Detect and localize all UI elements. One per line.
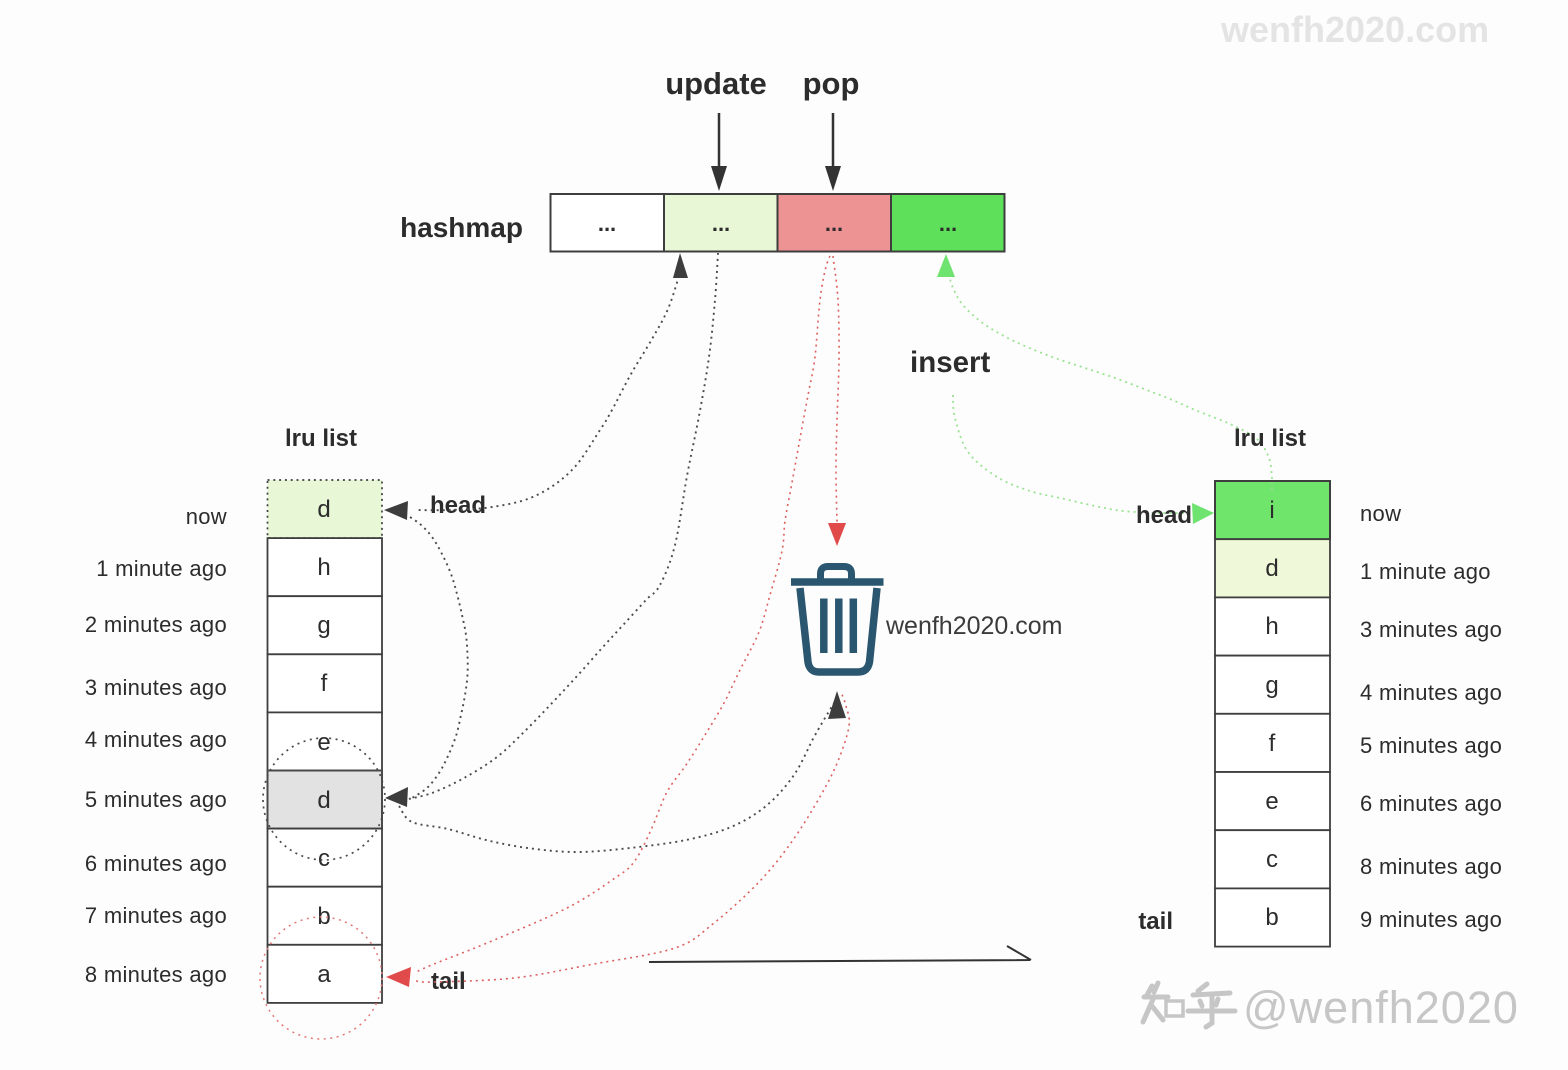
svg-text:b: b [1265, 904, 1278, 931]
svg-text:d: d [317, 496, 330, 523]
svg-text:lru list: lru list [285, 425, 357, 452]
svg-text:head: head [1136, 502, 1192, 529]
svg-text:insert: insert [910, 346, 991, 379]
svg-text:4 minutes ago: 4 minutes ago [85, 727, 227, 752]
svg-text:@wenfh2020: @wenfh2020 [1243, 982, 1519, 1033]
svg-text:6 minutes ago: 6 minutes ago [1360, 791, 1502, 816]
svg-text:8 minutes ago: 8 minutes ago [1360, 854, 1502, 879]
svg-text:tail: tail [1138, 908, 1173, 935]
svg-text:6 minutes ago: 6 minutes ago [85, 851, 227, 876]
svg-text:5 minutes ago: 5 minutes ago [1360, 733, 1502, 758]
svg-text:5 minutes ago: 5 minutes ago [85, 787, 227, 812]
svg-text:d: d [1265, 555, 1278, 582]
svg-text:d: d [317, 787, 330, 814]
svg-text:tail: tail [431, 968, 466, 995]
svg-text:4 minutes ago: 4 minutes ago [1360, 680, 1502, 705]
svg-text:c: c [1266, 846, 1278, 873]
svg-text:1 minute ago: 1 minute ago [1360, 559, 1491, 584]
svg-text:c: c [318, 845, 330, 872]
svg-text:head: head [430, 492, 486, 519]
svg-text:update: update [665, 66, 767, 101]
svg-text:h: h [1265, 613, 1278, 640]
svg-text:7 minutes ago: 7 minutes ago [85, 903, 227, 928]
svg-text:e: e [317, 729, 330, 756]
svg-text:wenfh2020.com: wenfh2020.com [1220, 9, 1489, 50]
svg-text:a: a [317, 961, 331, 988]
svg-text:...: ... [712, 211, 730, 236]
svg-text:2 minutes ago: 2 minutes ago [85, 612, 227, 637]
svg-text:...: ... [939, 211, 957, 236]
svg-text:f: f [1269, 730, 1276, 757]
svg-text:...: ... [598, 211, 616, 236]
svg-text:lru list: lru list [1234, 425, 1306, 452]
svg-text:pop: pop [803, 66, 860, 101]
svg-text:now: now [1360, 501, 1401, 526]
svg-text:now: now [186, 504, 227, 529]
svg-text:3 minutes ago: 3 minutes ago [1360, 617, 1502, 642]
svg-text:f: f [321, 670, 328, 697]
svg-text:h: h [317, 554, 330, 581]
svg-text:g: g [1265, 672, 1278, 699]
svg-text:g: g [317, 612, 330, 639]
svg-text:hashmap: hashmap [400, 212, 523, 243]
svg-text:9 minutes ago: 9 minutes ago [1360, 907, 1502, 932]
svg-text:3 minutes ago: 3 minutes ago [85, 675, 227, 700]
svg-text:e: e [1265, 788, 1278, 815]
svg-text:8 minutes ago: 8 minutes ago [85, 962, 227, 987]
svg-text:...: ... [825, 211, 843, 236]
svg-text:wenfh2020.com: wenfh2020.com [885, 612, 1063, 640]
svg-text:i: i [1269, 497, 1274, 524]
svg-text:1 minute ago: 1 minute ago [96, 556, 227, 581]
svg-text:b: b [317, 903, 330, 930]
